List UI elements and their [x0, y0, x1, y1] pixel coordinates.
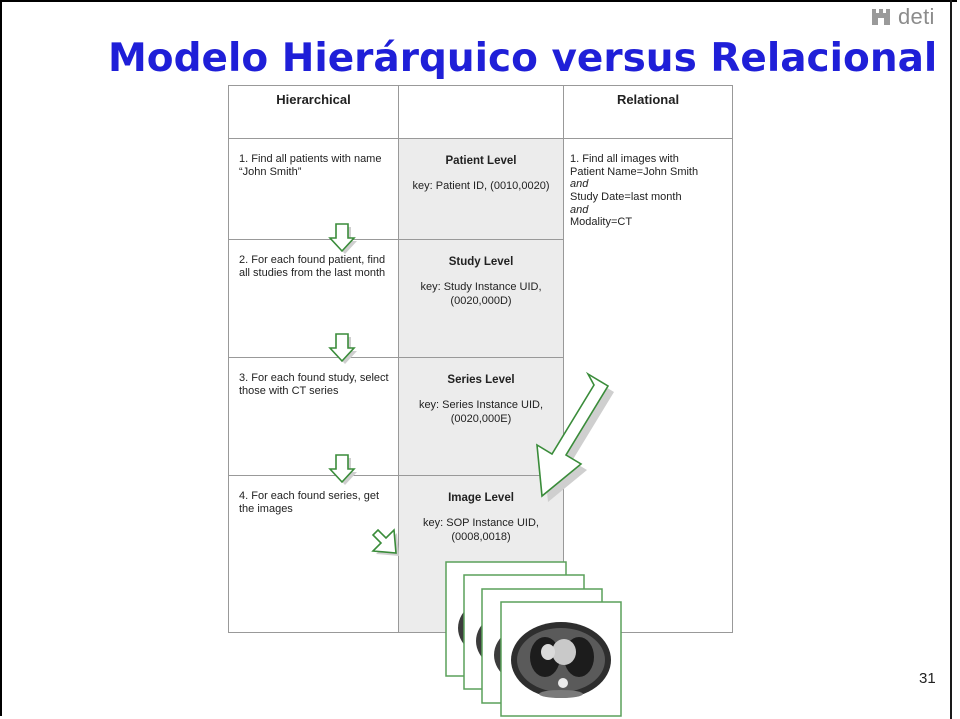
level-cell: Patient Level key: Patient ID, (0010,002… [398, 138, 564, 240]
relational-query: 1. Find all images with Patient Name=Joh… [563, 138, 733, 633]
relational-line: and [570, 203, 589, 216]
level-name: Image Level [448, 492, 514, 504]
level-key: key: Patient ID, (0010,0020) [412, 180, 550, 193]
table-row: 1. Find all patients with name “John Smi… [228, 138, 733, 633]
relational-line: Study Date=last month [570, 190, 682, 203]
hierarchical-step: 4. For each found series, get the images [228, 475, 399, 633]
relational-line: Patient Name=John Smith [570, 165, 699, 178]
relational-line: Modality=CT [570, 216, 633, 229]
table-header-row: Hierarchical Relational [228, 85, 733, 139]
level-cell: Image Level key: SOP Instance UID, (0008… [398, 475, 564, 633]
level-key: key: Series Instance UID, (0020,000E) [418, 399, 544, 426]
level-name: Series Level [447, 374, 515, 386]
relational-line: and [570, 178, 589, 191]
slide-title: Modelo Hierárquico versus Relacional [108, 36, 938, 81]
column-header-relational: Relational [563, 85, 733, 139]
column-header-hierarchical: Hierarchical [228, 85, 399, 139]
level-cell: Study Level key: Study Instance UID, (00… [398, 239, 564, 358]
hierarchical-step: 2. For each found patient, find all stud… [228, 239, 399, 358]
level-cell: Series Level key: Series Instance UID, (… [398, 357, 564, 476]
relational-line: 1. Find all images with [570, 153, 679, 165]
hierarchical-step: 3. For each found study, select those wi… [228, 357, 399, 476]
deti-logo: deti [870, 4, 935, 30]
level-name: Study Level [448, 256, 514, 268]
slide-border [950, 0, 952, 719]
hierarchical-step: 1. Find all patients with name “John Smi… [228, 138, 399, 240]
table-row: 2. For each found patient, find all stud… [228, 239, 733, 358]
logo-text: deti [898, 4, 935, 29]
castle-icon [872, 9, 890, 25]
page-number: 31 [919, 670, 936, 687]
column-header-levels [398, 85, 564, 139]
level-name: Patient Level [445, 155, 517, 167]
hierarchy-table: Hierarchical Relational 1. Find all pati… [228, 85, 733, 633]
level-key: key: SOP Instance UID, (0008,0018) [423, 517, 539, 544]
table-row: 3. For each found study, select those wi… [228, 357, 733, 476]
level-key: key: Study Instance UID, (0020,000D) [420, 281, 542, 308]
